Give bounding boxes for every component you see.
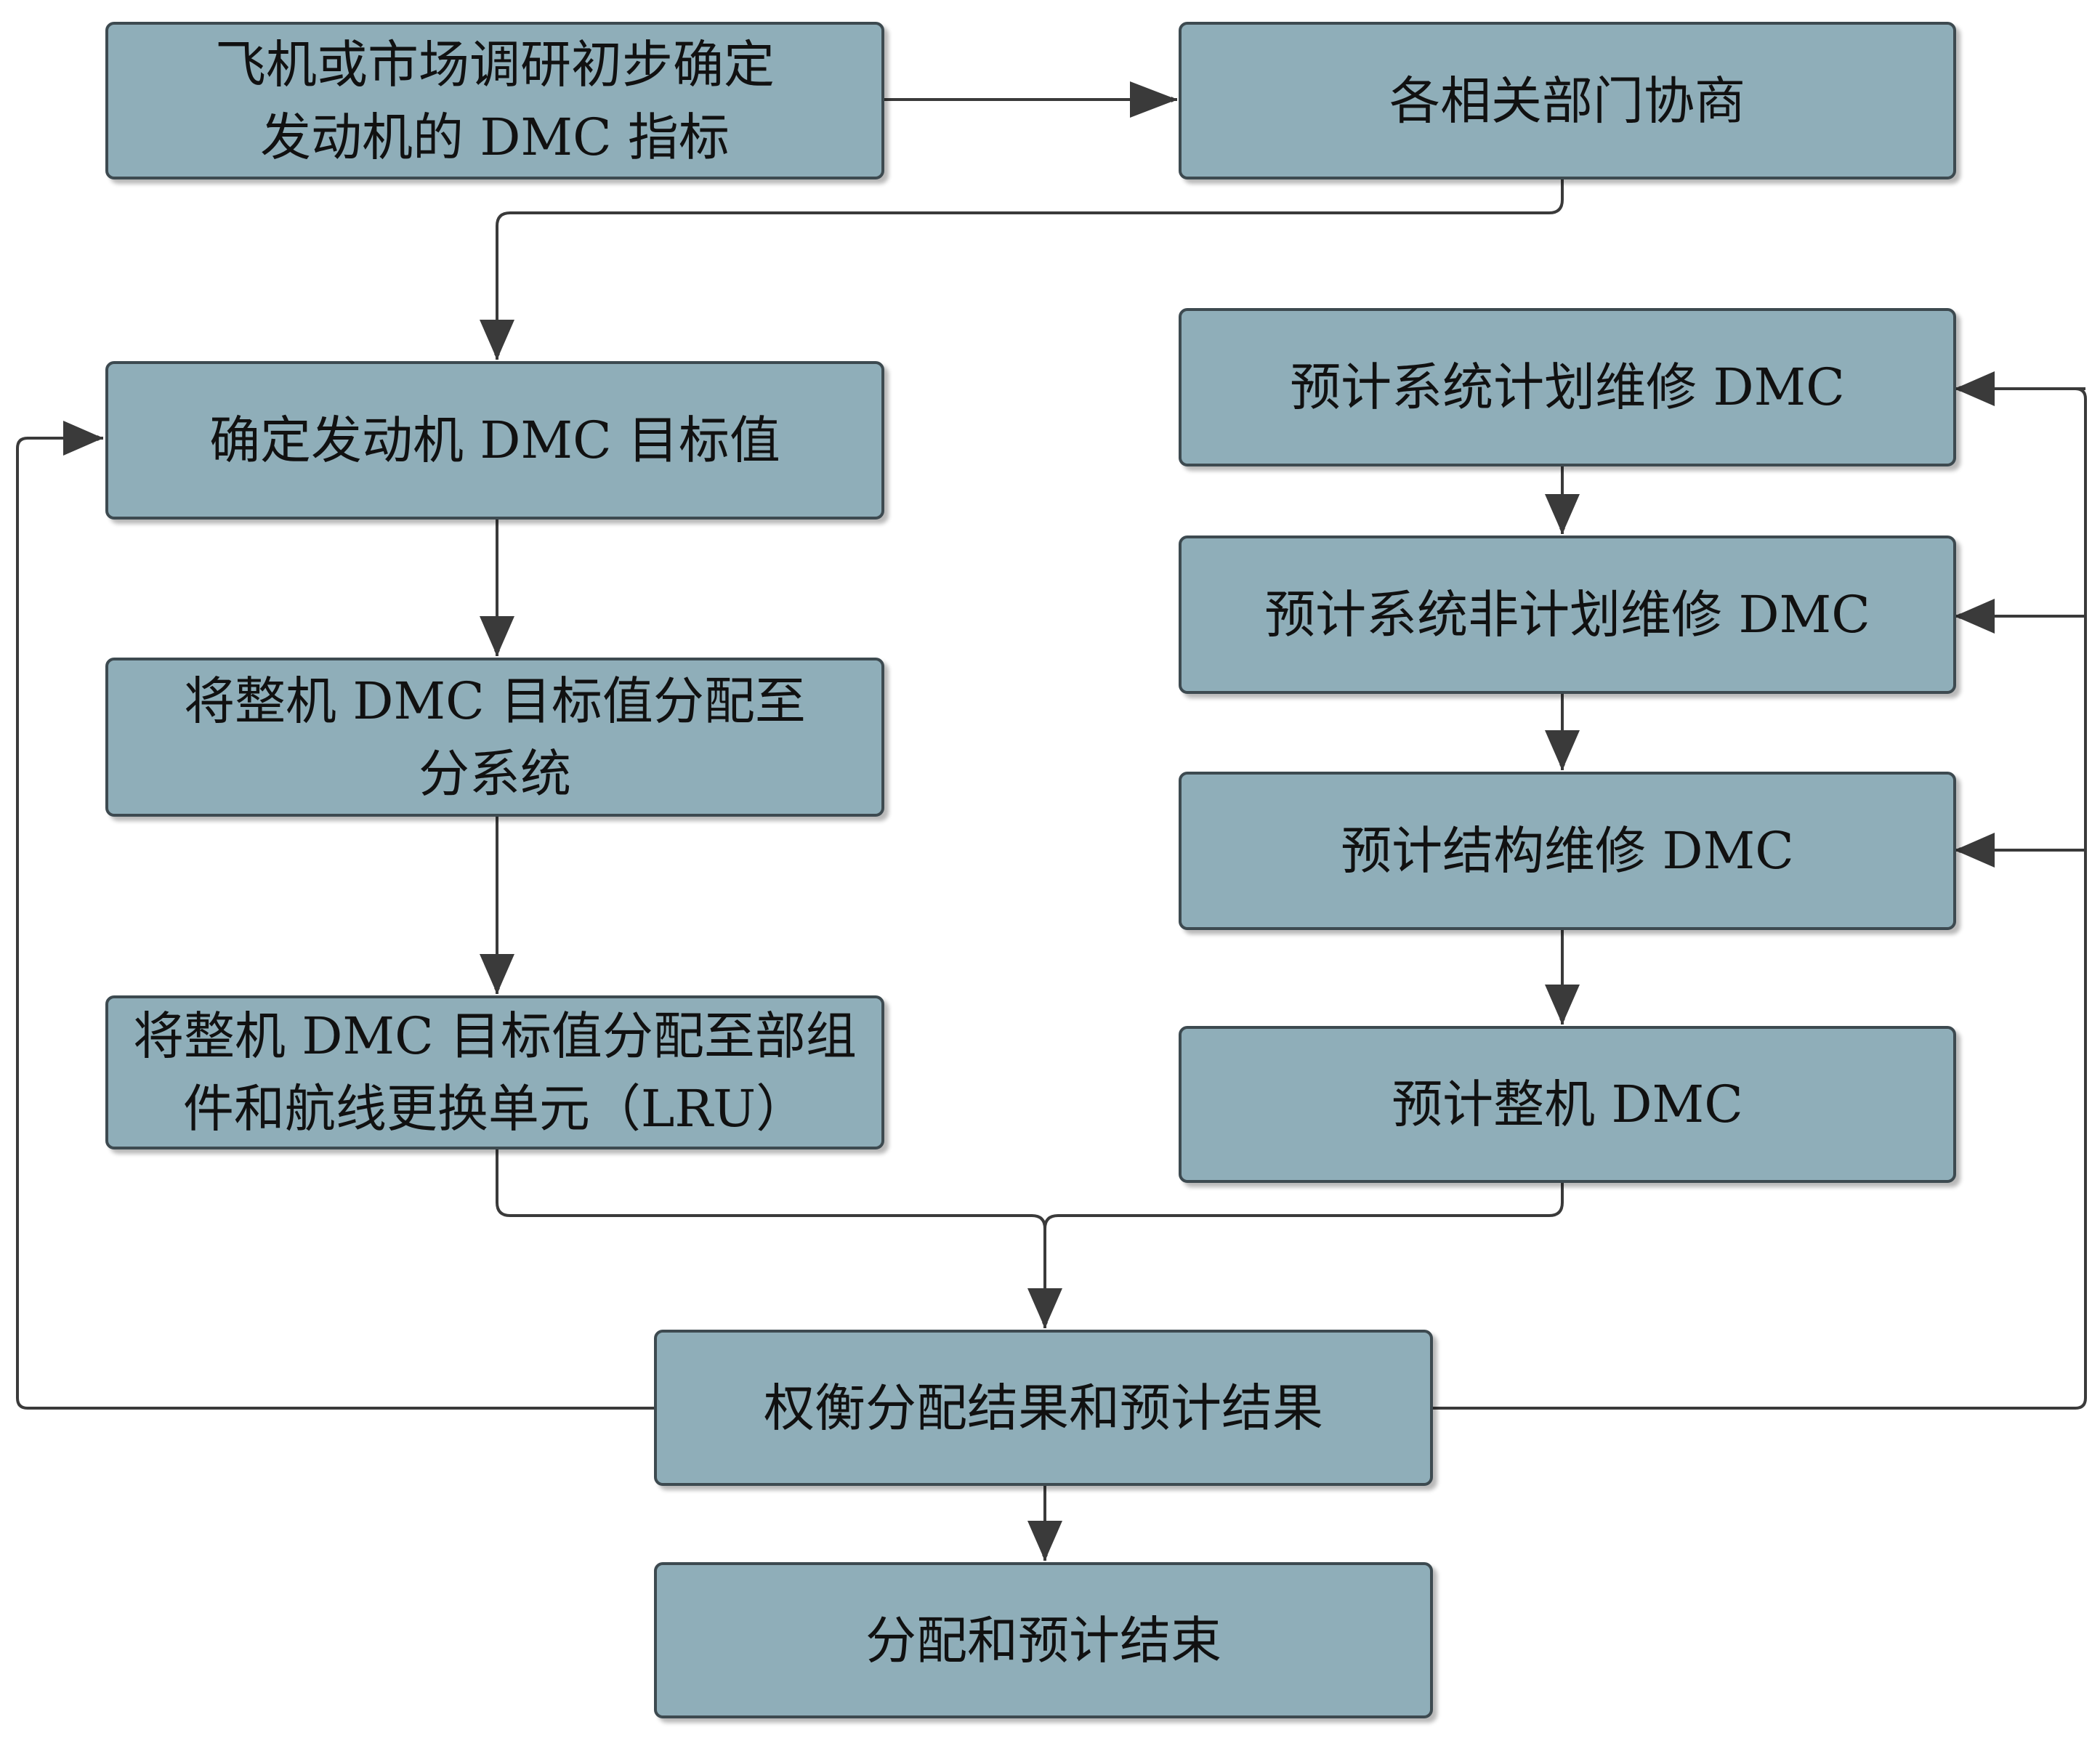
node-pred-sched-label: 预计系统计划维修 DMC xyxy=(1290,357,1845,417)
node-pred-sched: 预计系统计划维修 DMC xyxy=(1179,308,1956,466)
node-target: 确定发动机 DMC 目标值 xyxy=(105,361,884,520)
node-alloc-lru-label: 将整机 DMC 目标值分配至部组 件和航线更换单元（LRU） xyxy=(133,1006,857,1139)
node-end-label: 分配和预计结束 xyxy=(865,1610,1221,1670)
node-pred-unsched-label: 预计系统非计划维修 DMC xyxy=(1264,585,1870,644)
arrow-consult-to-target xyxy=(494,179,1564,360)
node-tradeoff: 权衡分配结果和预计结果 xyxy=(654,1330,1433,1486)
node-pred-total: 预计整机 DMC xyxy=(1179,1026,1956,1183)
arrow-alloc-lru-to-tradeoff xyxy=(496,1149,1048,1328)
node-target-label: 确定发动机 DMC 目标值 xyxy=(209,411,780,470)
node-pred-struct-label: 预计结构维修 DMC xyxy=(1341,821,1794,881)
node-pred-unsched: 预计系统非计划维修 DMC xyxy=(1179,535,1956,694)
arrow-feedback-to-target xyxy=(16,435,654,1410)
node-alloc-sys: 将整机 DMC 目标值分配至 分系统 xyxy=(105,658,884,817)
node-survey: 飞机或市场调研初步确定 发动机的 DMC 指标 xyxy=(105,22,884,179)
node-alloc-lru: 将整机 DMC 目标值分配至部组 件和航线更换单元（LRU） xyxy=(105,995,884,1149)
node-tradeoff-label: 权衡分配结果和预计结果 xyxy=(764,1378,1323,1438)
node-alloc-sys-label: 将整机 DMC 目标值分配至 分系统 xyxy=(184,671,806,804)
line-pred-total-to-merge xyxy=(1043,1183,1564,1229)
node-survey-label: 飞机或市场调研初步确定 发动机的 DMC 指标 xyxy=(215,34,775,167)
node-consult-label: 各相关部门协商 xyxy=(1389,70,1745,131)
node-pred-total-label: 预计整机 DMC xyxy=(1392,1075,1743,1134)
node-end: 分配和预计结束 xyxy=(654,1562,1433,1718)
node-consult: 各相关部门协商 xyxy=(1179,22,1956,179)
node-pred-struct: 预计结构维修 DMC xyxy=(1179,772,1956,930)
